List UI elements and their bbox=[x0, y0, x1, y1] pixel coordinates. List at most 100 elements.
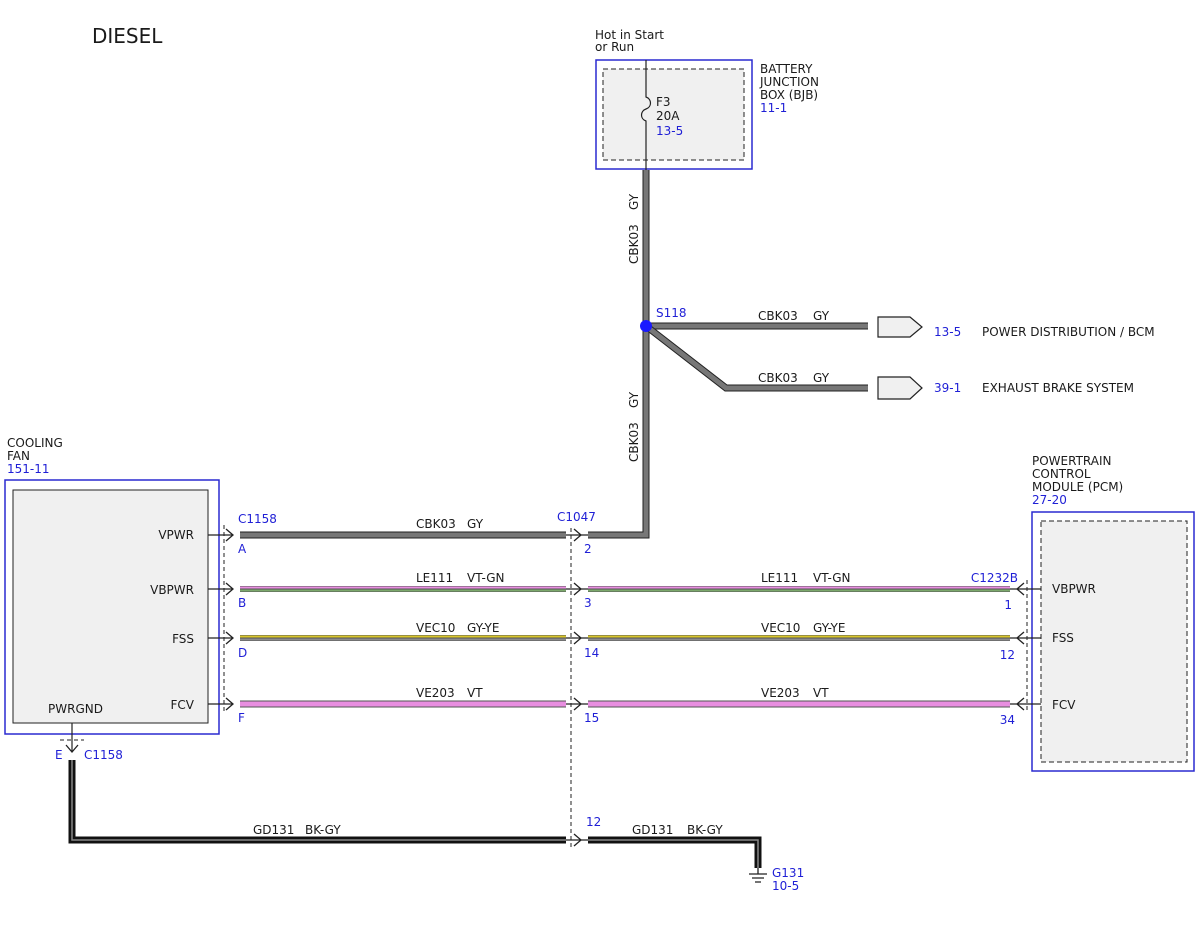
bjb-outline bbox=[595, 59, 753, 170]
wire-2-circuit: LE111 bbox=[416, 571, 453, 585]
cooling-fan-name-1: COOLING bbox=[7, 436, 63, 450]
pcm-pin-1: 1 bbox=[1004, 598, 1012, 612]
ground-ref[interactable]: 10-5 bbox=[772, 879, 799, 893]
ground-right-circuit: GD131 bbox=[632, 823, 673, 837]
fan-pin-vbpwr: VBPWR bbox=[150, 583, 194, 597]
ground-right-color: BK-GY bbox=[687, 823, 723, 837]
ground-wire-left-tracer bbox=[71, 760, 566, 841]
pcm-connector-label[interactable]: C1232B bbox=[971, 571, 1018, 585]
battery-junction-box: Hot in Start or Run F3 20A 13-5 BATTERY … bbox=[595, 28, 819, 170]
power-feed-wires: S118 CBK03 GY CBK03 GY CBK03 GY 13-5 POW… bbox=[588, 170, 1155, 539]
fan-pin-d: D bbox=[238, 646, 247, 660]
c1047-label[interactable]: C1047 bbox=[557, 510, 596, 524]
pcm-ref[interactable]: 27-20 bbox=[1032, 493, 1067, 507]
vertical-wire-cbk03 bbox=[588, 170, 649, 538]
fan-connector-label[interactable]: C1158 bbox=[238, 512, 277, 526]
output-2-dest: EXHAUST BRAKE SYSTEM bbox=[982, 381, 1134, 395]
wire-2-color: VT-GN bbox=[467, 571, 504, 585]
output-2-ref[interactable]: 39-1 bbox=[934, 381, 961, 395]
lower-wire-circuit: CBK03 bbox=[627, 422, 641, 462]
wire-1-color: GY bbox=[467, 517, 484, 531]
fuse-name: F3 bbox=[656, 95, 671, 109]
fan-pin-pwrgnd: PWRGND bbox=[48, 702, 103, 716]
fan-pin-fss: FSS bbox=[172, 632, 194, 646]
fan-pin-fcv: FCV bbox=[171, 698, 195, 712]
c1047-pin-15: 15 bbox=[584, 711, 599, 725]
c1232b-chevron-icons bbox=[1016, 582, 1025, 711]
output-2-color: GY bbox=[813, 371, 830, 385]
bjb-name-3: BOX (BJB) bbox=[760, 88, 818, 102]
upper-wire-color: GY bbox=[627, 193, 641, 210]
output-1-arrow-icon[interactable] bbox=[877, 316, 923, 338]
cooling-fan-module: COOLING FAN 151-11 VPWR VBPWR FSS FCV PW… bbox=[4, 436, 277, 762]
fan-pin-f: F bbox=[238, 711, 245, 725]
cooling-fan-name-2: FAN bbox=[7, 449, 30, 463]
bjb-hot-label-2: or Run bbox=[595, 40, 634, 54]
pcm-module: POWERTRAIN CONTROL MODULE (PCM) 27-20 C1… bbox=[971, 454, 1195, 772]
output-wire-2-outline bbox=[643, 323, 868, 392]
ground-wire-right bbox=[588, 836, 762, 868]
ground-wire-right-tracer bbox=[588, 839, 759, 868]
c1158-connector-chevron-icons bbox=[225, 528, 234, 711]
fuse-f3-symbol bbox=[640, 60, 652, 170]
pcm-name-3: MODULE (PCM) bbox=[1032, 480, 1123, 494]
fan-pin-stubs bbox=[208, 534, 232, 705]
c1047-chevron-icons bbox=[573, 528, 582, 847]
signal-wires: CBK03 GY LE111 VT-GN VEC10 GY-YE VE203 V… bbox=[240, 517, 1010, 708]
pcm-pin-12: 12 bbox=[1000, 648, 1015, 662]
fan-ground-pin: E bbox=[55, 748, 63, 762]
output-1-ref[interactable]: 13-5 bbox=[934, 325, 961, 339]
bjb-ref[interactable]: 11-1 bbox=[760, 101, 787, 115]
lower-wire-color: GY bbox=[627, 391, 641, 408]
c1047-pin-14: 14 bbox=[584, 646, 599, 660]
diagram-title: DIESEL bbox=[92, 24, 163, 48]
inline-connector-c1047: C1047 2 3 14 15 12 bbox=[557, 510, 601, 848]
fan-ground-connector[interactable]: C1158 bbox=[84, 748, 123, 762]
pcm-pin-vbpwr: VBPWR bbox=[1052, 582, 1096, 596]
pcm-wire-3-color: VT bbox=[813, 686, 829, 700]
fan-pin-vpwr: VPWR bbox=[158, 528, 194, 542]
chassis-ground-icon bbox=[749, 868, 767, 883]
bjb-hot-label-1: Hot in Start bbox=[595, 28, 664, 42]
output-2-arrow-icon[interactable] bbox=[877, 376, 923, 400]
c1047-pin-stubs bbox=[566, 534, 588, 841]
splice-s118[interactable] bbox=[640, 320, 652, 332]
cooling-fan-inner-box bbox=[12, 489, 209, 724]
fuse-ref[interactable]: 13-5 bbox=[656, 124, 683, 138]
cooling-fan-outline bbox=[4, 479, 220, 735]
cooling-fan-ref[interactable]: 151-11 bbox=[7, 462, 50, 476]
ground-name[interactable]: G131 bbox=[772, 866, 804, 880]
wire-3-color: GY-YE bbox=[467, 621, 499, 635]
pcm-name-2: CONTROL bbox=[1032, 467, 1091, 481]
pcm-pin-fcv: FCV bbox=[1052, 698, 1076, 712]
bjb-inner-box bbox=[602, 68, 745, 161]
pcm-inner-box bbox=[1040, 520, 1188, 763]
pcm-wire-3-circuit: VE203 bbox=[761, 686, 800, 700]
pcm-pin-fss: FSS bbox=[1052, 631, 1074, 645]
output-1-dest: POWER DISTRIBUTION / BCM bbox=[982, 325, 1155, 339]
ground-circuit: GD131 BK-GY GD131 BK-GY G131 10-5 bbox=[68, 760, 804, 893]
c1047-pin-2: 2 bbox=[584, 542, 592, 556]
pcm-wire-1-circuit: LE111 bbox=[761, 571, 798, 585]
bjb-name-2: JUNCTION bbox=[759, 75, 819, 89]
splice-label[interactable]: S118 bbox=[656, 306, 687, 320]
fan-pin-b: B bbox=[238, 596, 246, 610]
fan-ground-chevron-icon bbox=[65, 744, 79, 753]
pcm-wire-2-color: GY-YE bbox=[813, 621, 845, 635]
c1047-pin-12: 12 bbox=[586, 815, 601, 829]
upper-wire-circuit: CBK03 bbox=[627, 224, 641, 264]
pcm-name-1: POWERTRAIN bbox=[1032, 454, 1112, 468]
pcm-pin-stubs bbox=[1010, 588, 1041, 705]
fan-pin-a: A bbox=[238, 542, 247, 556]
output-1-circuit: CBK03 bbox=[758, 309, 798, 323]
pcm-outline bbox=[1031, 511, 1195, 772]
bjb-name-1: BATTERY bbox=[760, 62, 813, 76]
ground-left-color: BK-GY bbox=[305, 823, 341, 837]
pcm-pin-34: 34 bbox=[1000, 713, 1015, 727]
output-wire-2 bbox=[644, 324, 868, 391]
output-2-circuit: CBK03 bbox=[758, 371, 798, 385]
output-1-color: GY bbox=[813, 309, 830, 323]
fuse-rating: 20A bbox=[656, 109, 680, 123]
ground-left-circuit: GD131 bbox=[253, 823, 294, 837]
